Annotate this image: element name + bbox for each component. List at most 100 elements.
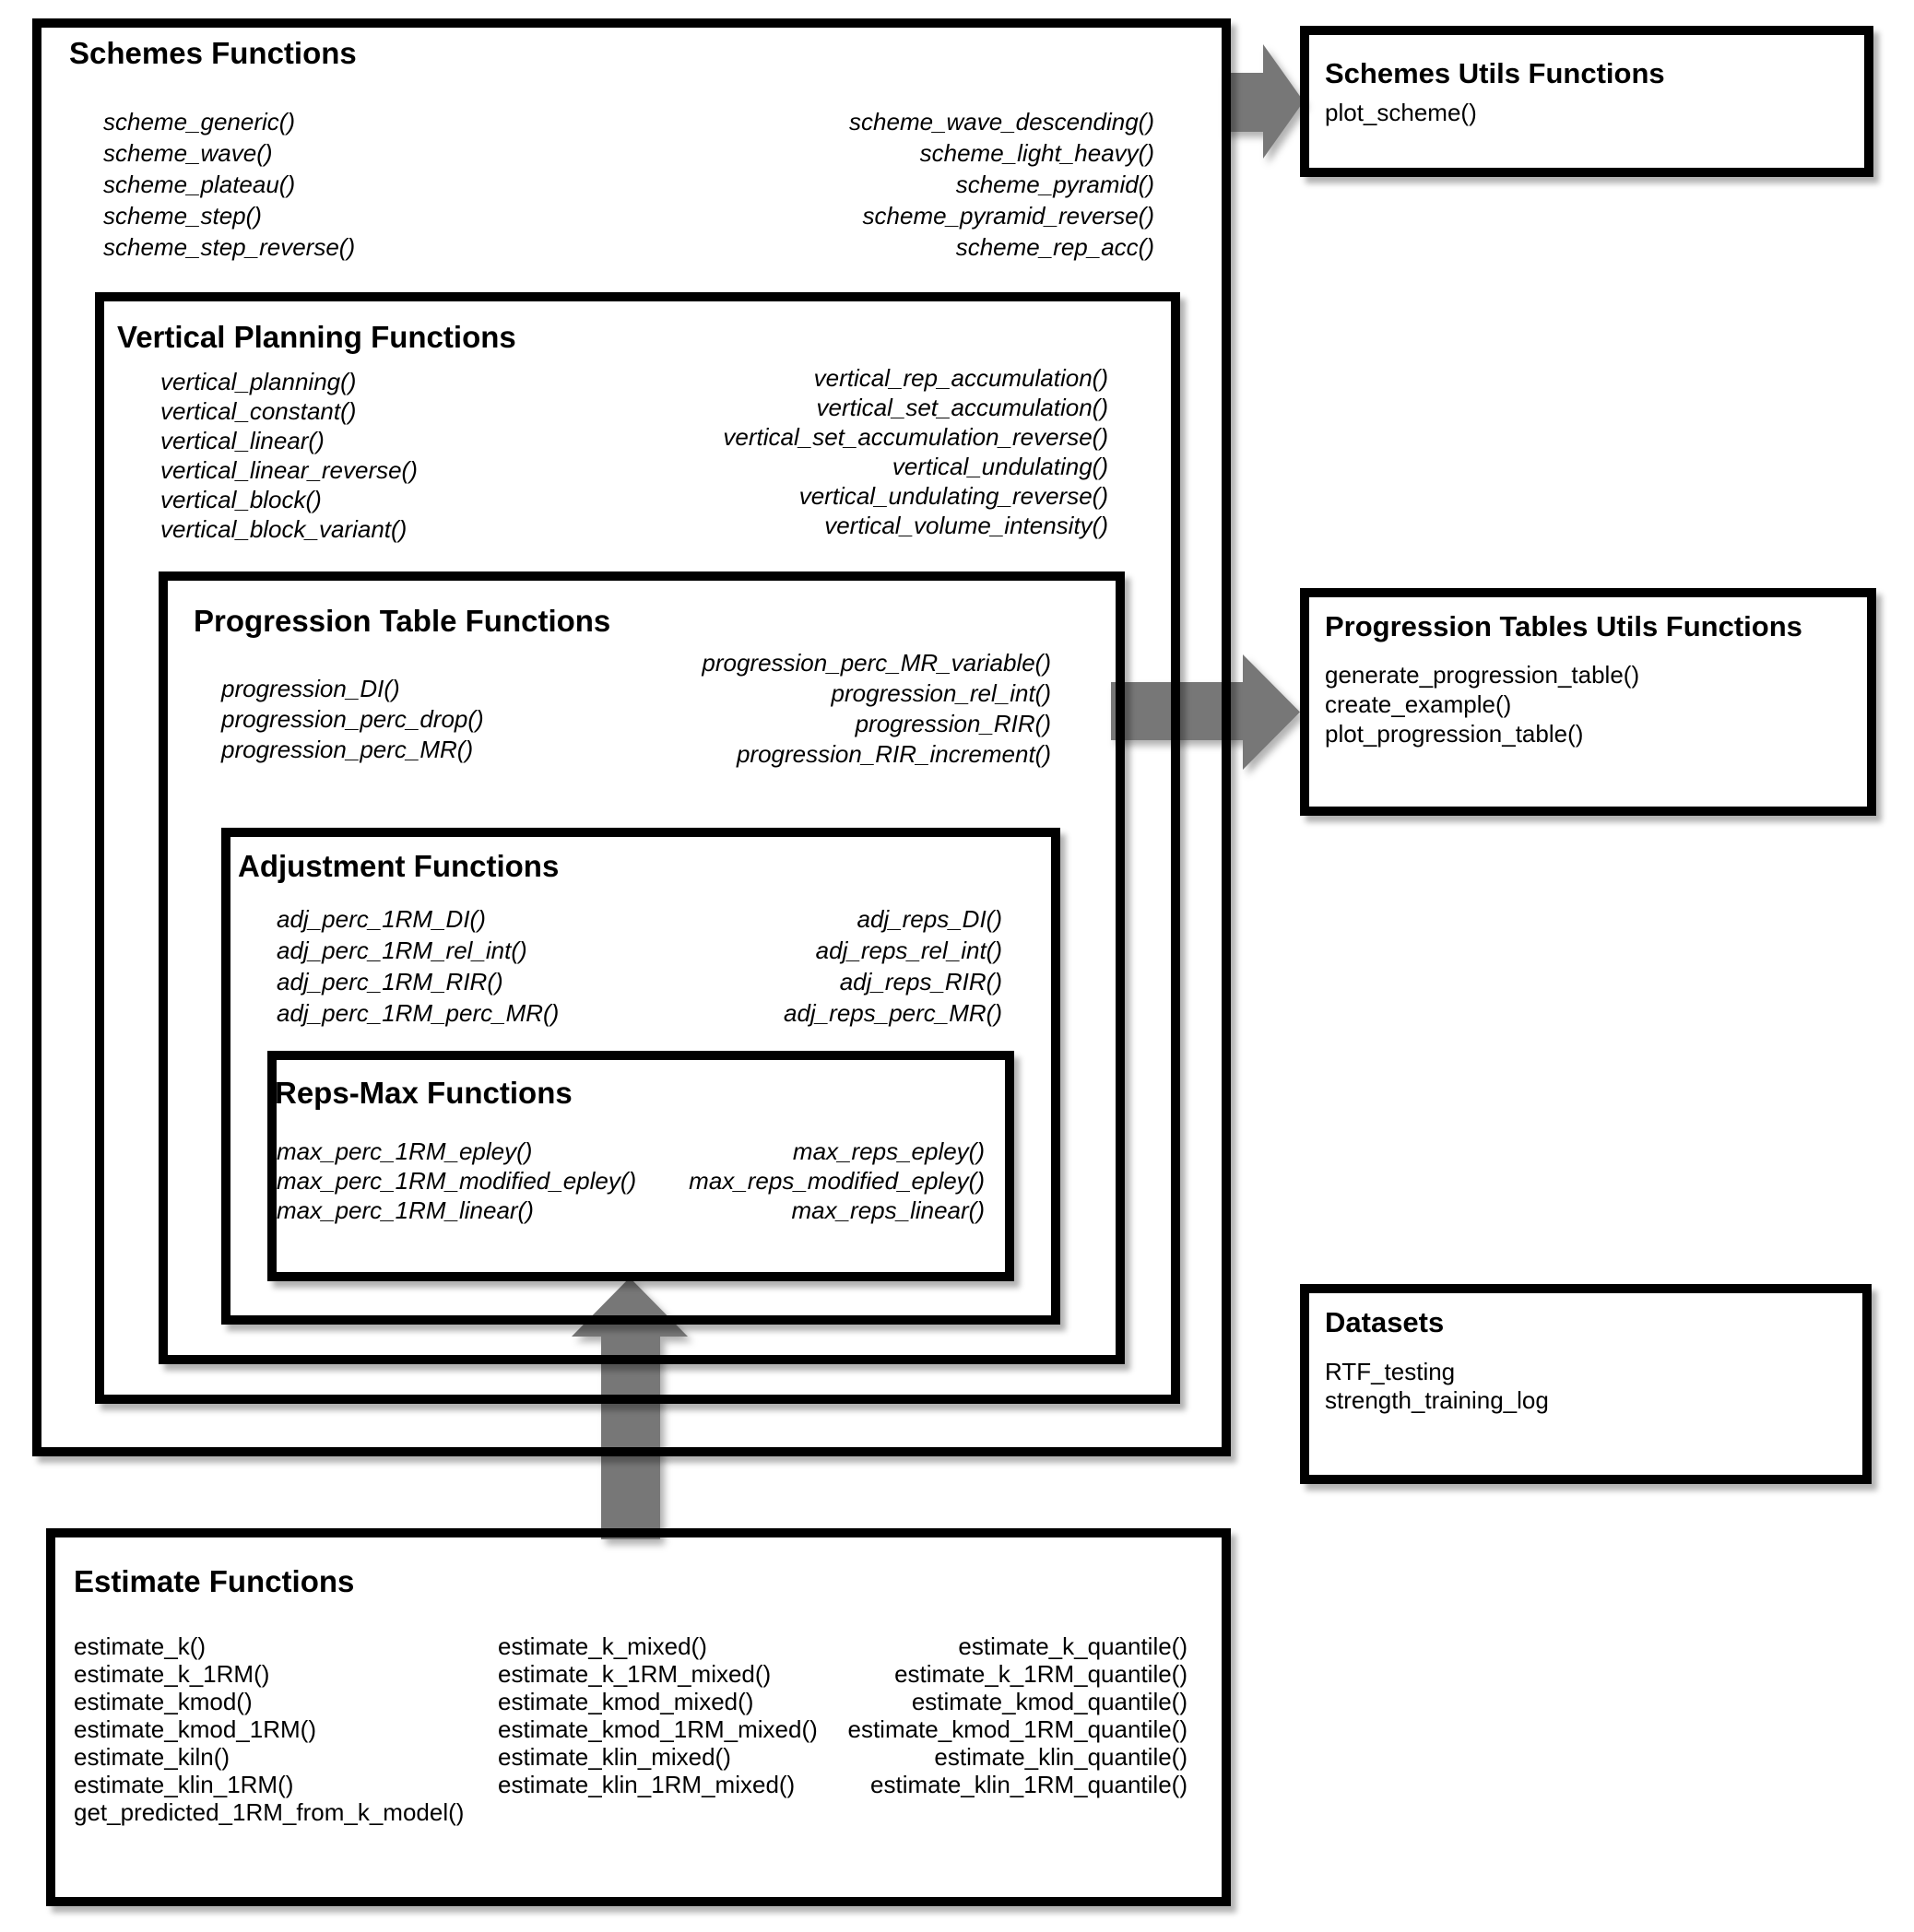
vertical-planning-functions-list-right: vertical_rep_accumulation()vertical_set_… bbox=[555, 363, 1108, 540]
function-item: estimate_k_quantile() bbox=[958, 1632, 1187, 1660]
function-item: progression_perc_MR_variable() bbox=[702, 649, 1051, 677]
adjustment-functions-list-right: adj_reps_DI() adj_reps_rel_int() adj_reps_… bbox=[449, 903, 1002, 1029]
function-item: vertical_rep_accumulation() bbox=[813, 364, 1108, 392]
function-item: vertical_linear() bbox=[160, 427, 325, 454]
function-item: estimate_klin_1RM_quantile() bbox=[870, 1771, 1187, 1798]
function-item: plot_progression_table() bbox=[1325, 720, 1584, 748]
function-item: progression_perc_MR() bbox=[221, 736, 474, 763]
function-item: vertical_block() bbox=[160, 486, 322, 513]
function-item: vertical_set_accumulation() bbox=[816, 394, 1108, 421]
function-item: estimate_klin_quantile() bbox=[934, 1743, 1187, 1771]
progression-table-functions-box bbox=[159, 571, 1125, 1364]
function-item: scheme_pyramid_reverse() bbox=[862, 202, 1154, 230]
function-item: scheme_step() bbox=[103, 202, 262, 230]
estimate-functions-title: Estimate Functions bbox=[74, 1564, 355, 1598]
function-item: scheme_pyramid() bbox=[955, 171, 1154, 198]
function-item: scheme_wave() bbox=[103, 139, 273, 167]
function-item: estimate_kmod_1RM() bbox=[74, 1715, 316, 1743]
progression-tables-utils-functions-title: Progression Tables Utils Functions bbox=[1325, 610, 1802, 642]
function-item: vertical_undulating_reverse() bbox=[798, 482, 1108, 510]
function-item: adj_reps_perc_MR() bbox=[784, 999, 1002, 1027]
function-item: max_reps_epley() bbox=[792, 1137, 985, 1165]
reps-max-functions-title: Reps-Max Functions bbox=[275, 1076, 573, 1110]
function-item: progression_RIR_increment() bbox=[736, 740, 1051, 768]
function-item: max_perc_1RM_modified_epley() bbox=[277, 1167, 637, 1195]
function-item: adj_perc_1RM_DI() bbox=[277, 905, 486, 933]
function-item: estimate_k_1RM() bbox=[74, 1660, 270, 1688]
progression-tables-utils-functions-list: generate_progression_table()create_examp… bbox=[1325, 660, 1639, 748]
function-item: progression_DI() bbox=[221, 675, 400, 702]
function-item: vertical_volume_intensity() bbox=[824, 512, 1108, 539]
function-item: scheme_plateau() bbox=[103, 171, 296, 198]
reps-max-functions-list-right: max_reps_epley()max_reps_modified_epley(… bbox=[431, 1137, 985, 1225]
function-item: max_reps_modified_epley() bbox=[689, 1167, 985, 1195]
function-item: estimate_kmod_quantile() bbox=[911, 1688, 1187, 1715]
schemes-utils-functions-list: plot_scheme() bbox=[1325, 98, 1477, 127]
function-item: estimate_kmod_1RM_mixed() bbox=[498, 1715, 818, 1743]
schemes-utils-functions-box bbox=[1300, 26, 1873, 177]
arrow-right-icon bbox=[1263, 44, 1304, 159]
function-item: estimate_kmod() bbox=[74, 1688, 253, 1715]
function-item: estimate_klin_1RM_mixed() bbox=[498, 1771, 796, 1798]
function-item: progression_perc_drop() bbox=[221, 705, 484, 733]
function-item: adj_reps_rel_int() bbox=[815, 937, 1002, 964]
function-item: estimate_kiln() bbox=[74, 1743, 230, 1771]
reps-max-functions-list-left: max_perc_1RM_epley()max_perc_1RM_modifie… bbox=[277, 1137, 636, 1225]
arrow-right-icon bbox=[1243, 654, 1300, 770]
schemes-functions-list-right: scheme_wave_descending() scheme_light_hea… bbox=[601, 106, 1154, 263]
function-item: vertical_undulating() bbox=[892, 453, 1108, 480]
function-item: adj_reps_RIR() bbox=[839, 968, 1002, 995]
vertical-planning-functions-list-left: vertical_planning()vertical_constant()ve… bbox=[160, 367, 418, 544]
estimate-functions-list-col1: estimate_k()estimate_k_1RM()estimate_kmo… bbox=[74, 1632, 464, 1826]
estimate-functions-list-col2: estimate_k_mixed()estimate_k_1RM_mixed()… bbox=[498, 1632, 818, 1798]
function-item: estimate_kmod_1RM_quantile() bbox=[847, 1715, 1187, 1743]
function-item: max_perc_1RM_epley() bbox=[277, 1137, 533, 1165]
function-item: scheme_step_reverse() bbox=[103, 233, 356, 261]
function-item: adj_perc_1RM_RIR() bbox=[277, 968, 503, 995]
datasets-box bbox=[1300, 1284, 1872, 1484]
function-item: RTF_testing bbox=[1325, 1358, 1456, 1385]
function-item: estimate_kmod_mixed() bbox=[498, 1688, 754, 1715]
adjustment-functions-box bbox=[221, 828, 1060, 1325]
function-item: vertical_planning() bbox=[160, 368, 357, 395]
function-item: progression_rel_int() bbox=[831, 679, 1051, 707]
function-item: get_predicted_1RM_from_k_model() bbox=[74, 1798, 465, 1826]
function-item: scheme_rep_acc() bbox=[955, 233, 1154, 261]
function-item: max_perc_1RM_linear() bbox=[277, 1196, 534, 1224]
function-item: create_example() bbox=[1325, 690, 1512, 718]
schemes-functions-title: Schemes Functions bbox=[69, 36, 357, 70]
function-item: progression_RIR() bbox=[855, 710, 1051, 737]
progression-table-functions-title: Progression Table Functions bbox=[194, 604, 611, 638]
function-item: estimate_k_1RM_mixed() bbox=[498, 1660, 772, 1688]
function-item: vertical_set_accumulation_reverse() bbox=[723, 423, 1108, 451]
function-item: vertical_linear_reverse() bbox=[160, 456, 418, 484]
function-item: estimate_k_mixed() bbox=[498, 1632, 707, 1660]
function-item: scheme_generic() bbox=[103, 108, 296, 135]
progression-table-functions-list-left: progression_DI() progression_perc_drop()p… bbox=[221, 674, 484, 765]
function-item: strength_training_log bbox=[1325, 1386, 1549, 1414]
function-item: estimate_klin_1RM() bbox=[74, 1771, 294, 1798]
estimate-functions-box bbox=[46, 1528, 1231, 1906]
function-item: scheme_wave_descending() bbox=[849, 108, 1154, 135]
function-item: vertical_constant() bbox=[160, 397, 357, 425]
function-item: adj_perc_1RM_perc_MR() bbox=[277, 999, 560, 1027]
function-item: estimate_k_1RM_quantile() bbox=[894, 1660, 1187, 1688]
function-item: scheme_light_heavy() bbox=[919, 139, 1154, 167]
adjustment-functions-list-left: adj_perc_1RM_DI() adj_perc_1RM_rel_int()a… bbox=[277, 903, 559, 1029]
vertical-planning-functions-box bbox=[95, 292, 1180, 1404]
function-item: adj_reps_DI() bbox=[857, 905, 1002, 933]
estimate-functions-list-col3: estimate_k_quantile()estimate_k_1RM_quan… bbox=[634, 1632, 1187, 1798]
arrow-shaft bbox=[601, 1335, 660, 1539]
function-item: estimate_k() bbox=[74, 1632, 207, 1660]
progression-table-functions-list-right: progression_perc_MR_variable()progressio… bbox=[498, 648, 1051, 770]
datasets-title: Datasets bbox=[1325, 1306, 1445, 1338]
function-item: adj_perc_1RM_rel_int() bbox=[277, 937, 527, 964]
vertical-planning-functions-title: Vertical Planning Functions bbox=[117, 320, 516, 354]
function-item: max_reps_linear() bbox=[791, 1196, 985, 1224]
function-item: generate_progression_table() bbox=[1325, 661, 1640, 689]
reps-max-functions-box bbox=[267, 1051, 1014, 1281]
progression-tables-utils-functions-box bbox=[1300, 588, 1876, 816]
schemes-functions-list-left: scheme_generic() scheme_wave() scheme_plat… bbox=[103, 106, 355, 263]
function-item: plot_scheme() bbox=[1325, 99, 1477, 126]
function-item: estimate_klin_mixed() bbox=[498, 1743, 731, 1771]
